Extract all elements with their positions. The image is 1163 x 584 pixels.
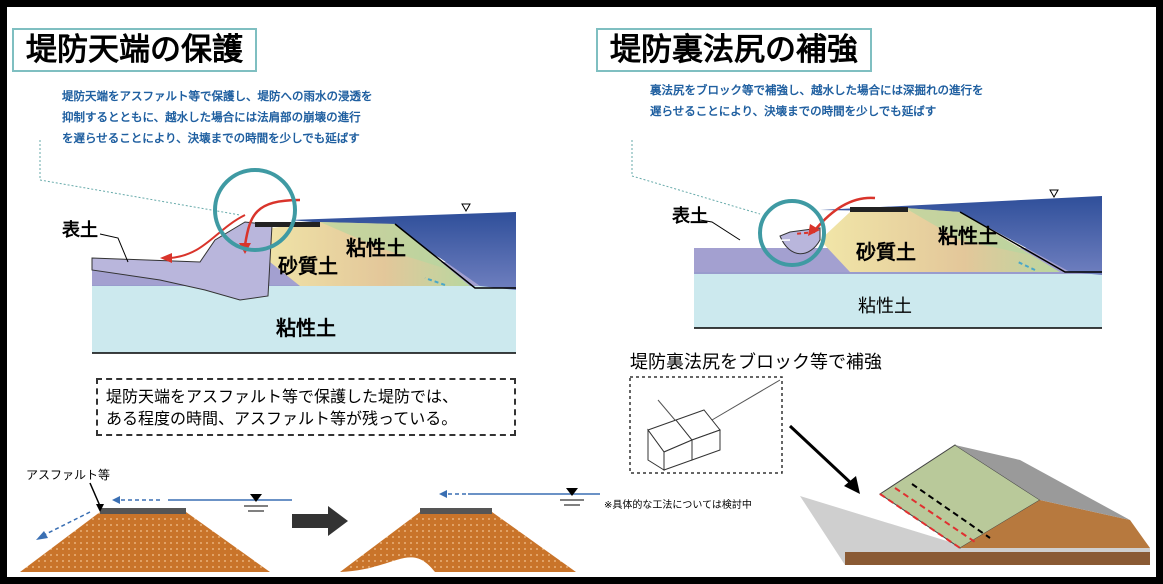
left-asphalt-cap (255, 222, 320, 227)
right-label-topsoil: 表土 (672, 206, 708, 227)
left-label-clay-lower: 粘性土 (276, 316, 336, 340)
left-note: 堤防天端をアスファルト等で保護した堤防では、 ある程度の時間、アスファルト等が残… (106, 387, 459, 428)
block-caption: 堤防裏法尻をブロック等で補強 (630, 352, 882, 373)
right-title: 堤防裏法尻の補強 (596, 28, 872, 72)
embankment-after (340, 512, 576, 572)
left-leader-line (39, 140, 241, 216)
right-label-clay-lower: 粘性土 (858, 296, 912, 317)
left-description: 堤防天端をアスファルト等で保護し、堤防への雨水の浸透を 抑制するとともに、越水し… (62, 89, 373, 145)
transition-arrow (292, 506, 348, 536)
left-highlight-circle (213, 168, 297, 252)
left-river-water (290, 212, 516, 290)
right-river-water (820, 196, 1102, 275)
right-label-clay-upper: 粘性土 (938, 224, 998, 248)
right-label-sandy: 砂質土 (856, 240, 916, 264)
left-note-box (96, 378, 516, 436)
left-clay-lower-layer (92, 285, 516, 353)
block-inset-box (629, 376, 783, 474)
left-water-level-icon (461, 203, 471, 213)
left-label-topsoil: 表土 (62, 220, 98, 241)
right-sandy-soil (820, 208, 1060, 272)
left-sandy-soil (255, 222, 470, 286)
embankment-before (20, 512, 270, 572)
right-highlight-circle (758, 199, 826, 267)
asphalt-label: アスファルト等 (26, 468, 111, 482)
left-label-clay-upper: 粘性土 (346, 236, 406, 260)
left-flow-arrow (243, 198, 301, 246)
right-water-level-icon (1049, 189, 1059, 199)
left-title: 堤防天端の保護 (12, 28, 257, 72)
study-note: ※具体的な工法については検討中 (604, 500, 752, 511)
right-clay-lower-layer (694, 272, 1102, 328)
right-description: 裏法尻をブロック等で補強し、越水した場合には深掘れの進行を 遅らせることにより、… (650, 83, 984, 118)
left-label-sandy: 砂質土 (278, 254, 338, 278)
